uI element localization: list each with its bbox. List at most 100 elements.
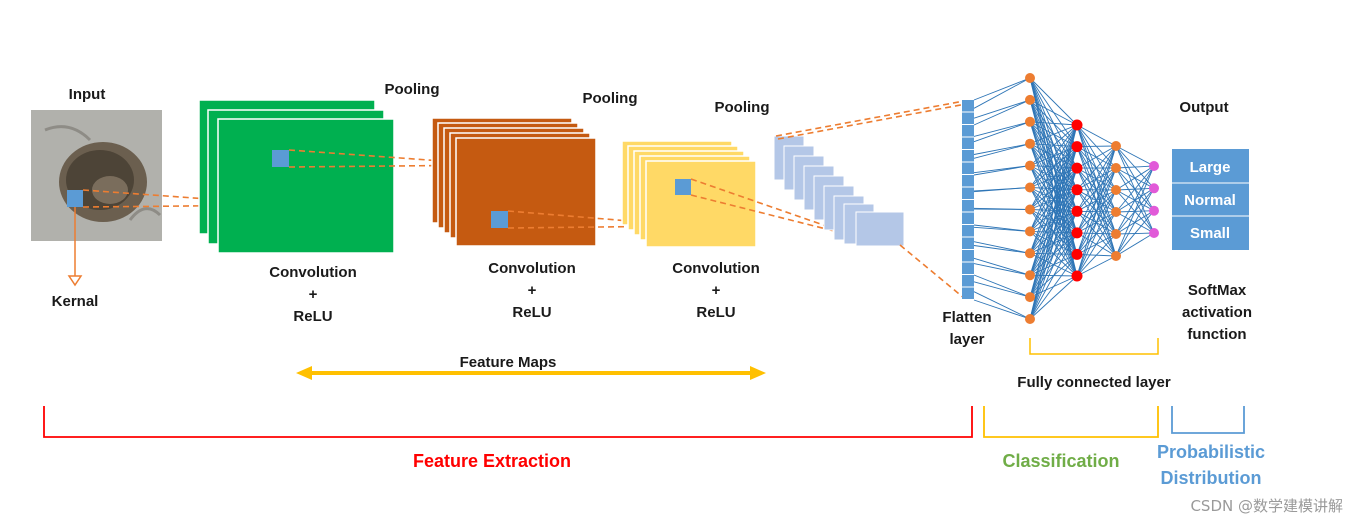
- conv3-label-line1: Convolution: [672, 260, 759, 277]
- flatten-cell: [962, 175, 974, 187]
- conv3-label-line2: +: [712, 282, 721, 299]
- fc-node-layer-1: [1025, 138, 1035, 149]
- fc-edge: [1029, 124, 1078, 210]
- probabilistic-bracket: [1171, 406, 1245, 434]
- flatten-to-fc-edge: [973, 281, 1031, 298]
- fc-node-layer-3: [1111, 141, 1121, 151]
- fc-node-layer-2: [1071, 270, 1083, 282]
- fc-edge: [1029, 275, 1078, 320]
- input-image: [31, 110, 162, 241]
- conv2-kernel-square: [491, 211, 508, 228]
- flatten-to-fc-edge: [973, 241, 1031, 254]
- fc-node-layer-1: [1025, 314, 1035, 324]
- fc-edge: [1115, 145, 1155, 167]
- feature-maps-label: Feature Maps: [460, 354, 557, 371]
- fc-node-layer-1: [1025, 182, 1035, 193]
- fc-edge: [1029, 124, 1078, 145]
- flatten-to-fc-edge: [973, 187, 1031, 193]
- fc-node-layer-3: [1111, 185, 1121, 195]
- fc-edge: [1076, 124, 1117, 147]
- conv1-label-line3: ReLU: [293, 308, 332, 325]
- kernel-arrow: [67, 207, 83, 287]
- pooled-to-flatten-lines: [775, 100, 967, 299]
- softmax-label-line2: activation: [1182, 304, 1252, 321]
- fc-node-layer-2: [1071, 141, 1083, 153]
- fc-edge: [1076, 145, 1117, 169]
- flatten-cell: [962, 162, 974, 174]
- fc-edge: [1029, 189, 1078, 320]
- fc-edge: [1029, 124, 1078, 254]
- flatten-layer: [962, 100, 974, 299]
- conv1-kernel-square: [272, 150, 289, 167]
- conv3-kernel-square: [675, 179, 691, 195]
- flatten-cell: [962, 137, 974, 149]
- flatten-to-fc-edge: [973, 99, 1031, 119]
- fc-node-layer-2: [1071, 119, 1083, 131]
- fc-edge: [1076, 145, 1117, 255]
- classification-label: Classification: [1002, 451, 1119, 471]
- kernal-label: Kernal: [52, 293, 99, 310]
- pooling-label-2: Pooling: [583, 90, 638, 107]
- flatten-cell: [962, 112, 974, 124]
- pooling-label-3: Pooling: [715, 99, 770, 116]
- output-class-normal: Normal: [1184, 192, 1236, 209]
- softmax-label-line1: SoftMax: [1188, 282, 1247, 299]
- fc-edge: [1029, 146, 1078, 320]
- fc-edge: [1115, 188, 1155, 257]
- feature-extraction-bracket: [43, 406, 973, 438]
- fc-edge: [1115, 232, 1155, 257]
- flatten-cell: [962, 287, 974, 299]
- fc-edge: [1076, 233, 1117, 277]
- fc-edge: [1029, 124, 1078, 232]
- fc-edge: [1029, 77, 1078, 126]
- conv2-label-line2: +: [528, 282, 537, 299]
- fc-edge: [1076, 189, 1117, 277]
- conv3-label-line3: ReLU: [696, 304, 735, 321]
- flatten-cell: [962, 237, 974, 249]
- fc-node-layer-1: [1025, 160, 1035, 171]
- flatten-to-fc-edge: [973, 257, 1031, 276]
- fc-edge: [1029, 121, 1078, 126]
- fc-node-layer-3: [1111, 229, 1121, 239]
- flatten-to-fc-edge: [973, 77, 1031, 109]
- watermark: CSDN @数学建模讲解: [1190, 497, 1343, 515]
- fc-edge: [1029, 254, 1078, 320]
- fc-node-layer-2: [1071, 227, 1083, 239]
- flatten-cell: [962, 125, 974, 137]
- fc-edge: [1076, 145, 1117, 212]
- conv2-label-line1: Convolution: [488, 260, 575, 277]
- flatten-to-fc-edge: [973, 121, 1031, 137]
- fc-edge: [1076, 145, 1117, 277]
- input-label: Input: [69, 86, 106, 103]
- flatten-to-fc-edge: [973, 143, 1031, 155]
- fc-node-layer-1: [1025, 292, 1035, 303]
- fc-edge: [1076, 255, 1117, 277]
- fc-node-layer-1: [1025, 94, 1035, 105]
- flatten-to-fc-edge: [973, 143, 1031, 159]
- fc-edge: [1076, 145, 1117, 234]
- fc-nodes: [1025, 73, 1159, 324]
- fc-edge: [1076, 145, 1117, 190]
- flatten-to-fc-edge: [973, 121, 1031, 143]
- conv3-feature-maps: [621, 140, 757, 248]
- fc-edge: [1115, 165, 1155, 191]
- conv1-label-line2: +: [309, 286, 318, 303]
- fc-node-layer-1: [1025, 270, 1035, 281]
- fc-edge: [1029, 124, 1078, 276]
- classification-bracket: [983, 406, 1159, 438]
- output-box: [1172, 149, 1249, 250]
- fc-node-layer-4: [1149, 183, 1159, 194]
- fc-edge: [1029, 124, 1078, 320]
- fc-edge: [1029, 99, 1078, 126]
- fully-connected-label: Fully connected layer: [1017, 374, 1171, 391]
- fc-edge: [1115, 165, 1155, 235]
- fc-edge: [1115, 165, 1155, 257]
- probabilistic-label-line2: Distribution: [1161, 468, 1262, 488]
- fc-edge: [1076, 211, 1117, 277]
- fc-edge: [1029, 124, 1078, 298]
- fc-node-layer-1: [1025, 204, 1035, 215]
- flatten-cell: [962, 250, 974, 262]
- flatten-cell: [962, 100, 974, 112]
- output-class-large: Large: [1190, 159, 1231, 176]
